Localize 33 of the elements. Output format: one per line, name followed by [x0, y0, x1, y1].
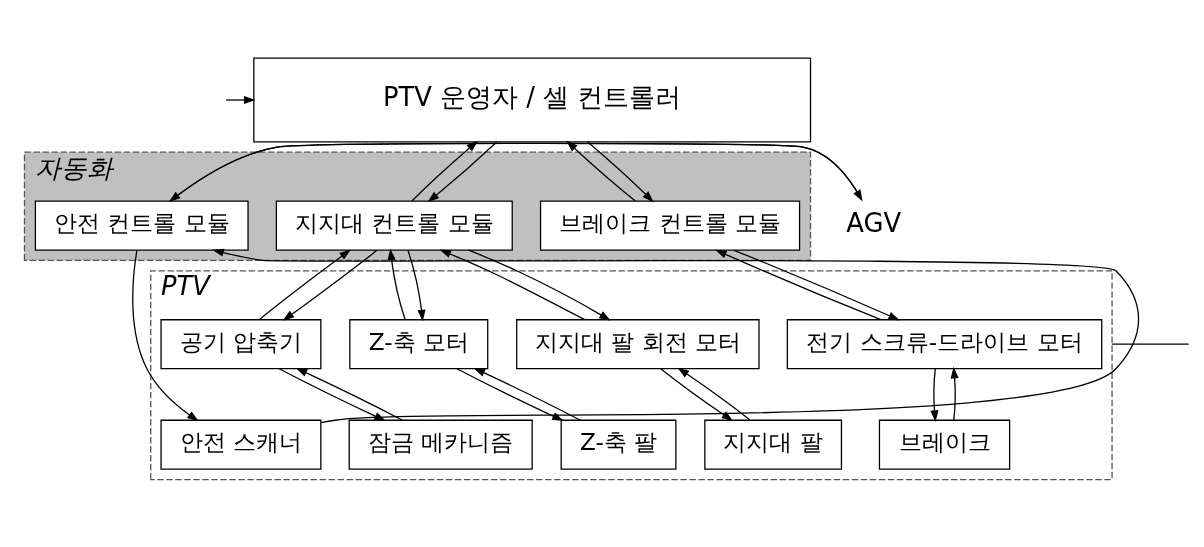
arrow	[411, 140, 479, 202]
node-box: Z-축 모터	[349, 318, 489, 369]
arrow	[950, 366, 959, 421]
arrow	[587, 140, 654, 202]
arrow	[387, 248, 406, 320]
node-box: 공기 압축기	[160, 318, 322, 369]
arrow	[427, 140, 498, 202]
node-box: 지지대 팔	[704, 419, 843, 470]
arrow	[677, 367, 751, 421]
node-text: AGV	[846, 207, 902, 238]
node-box: 잠금 메카니즘	[348, 419, 533, 470]
arrow	[930, 367, 939, 422]
connector	[1111, 343, 1190, 345]
arrow	[733, 249, 900, 320]
node-box: 지지대 팔 회전 모터	[516, 318, 760, 369]
arrow	[715, 249, 882, 320]
node-box: 브레이크 컨트롤 모듈	[539, 200, 801, 251]
node-box: PTV 운영자 / 셀 컨트롤러	[253, 57, 812, 143]
arrow	[566, 140, 636, 202]
arrow	[467, 249, 611, 321]
arrow	[439, 248, 586, 320]
arrow	[660, 367, 734, 421]
arrow	[282, 249, 378, 321]
node-box: 브레이크	[878, 419, 1011, 470]
node-box: 안전 컨트롤 모듈	[34, 200, 249, 251]
node-box: Z-축 팔	[560, 419, 677, 470]
arrow	[132, 249, 199, 421]
node-box: 전기 스크류-드라이브 모터	[786, 318, 1103, 369]
arrow	[258, 248, 351, 320]
arrow	[225, 95, 256, 104]
node-box: 안전 스캐너	[160, 419, 322, 470]
node-box: 지지대 컨트롤 모듈	[275, 200, 513, 251]
arrow	[407, 249, 426, 321]
